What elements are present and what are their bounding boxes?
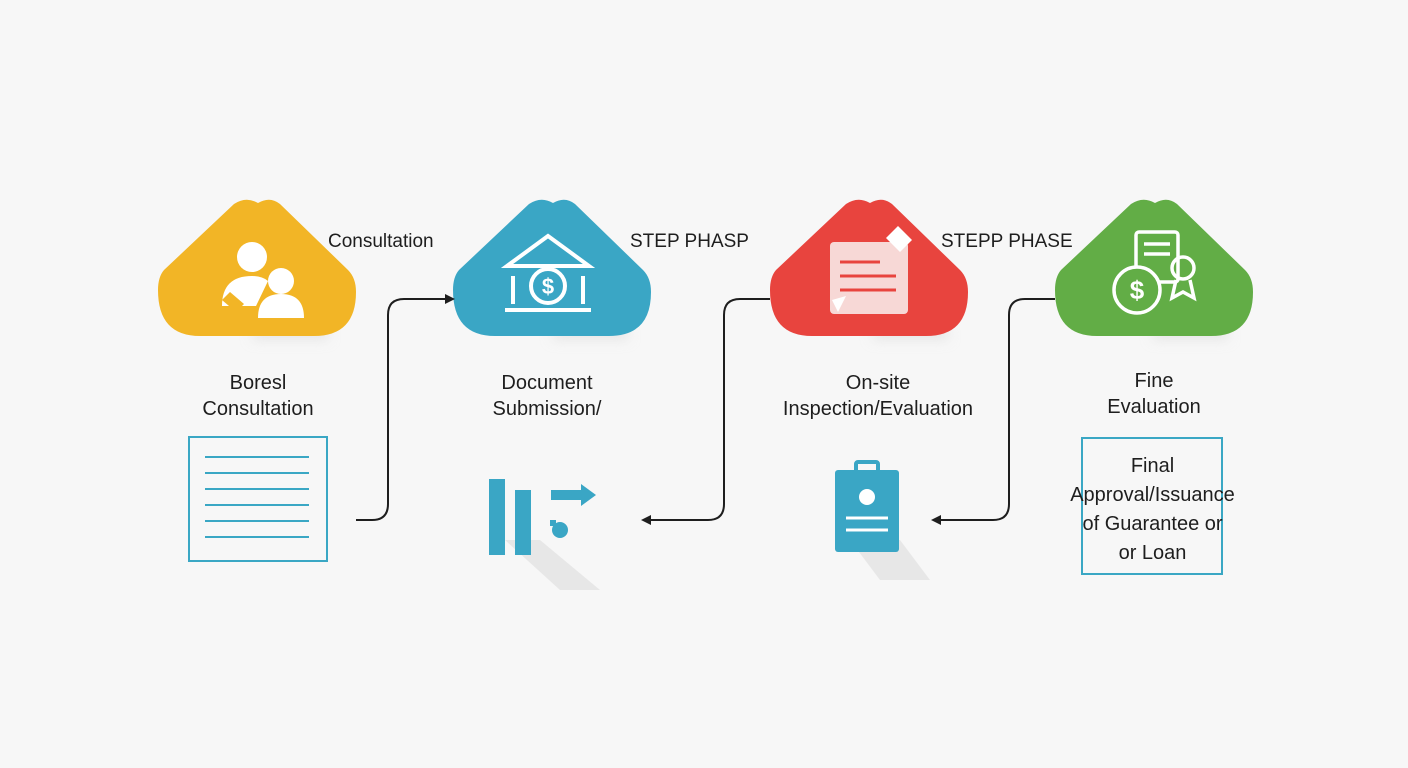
money-certificate-icon: $ [1112, 230, 1197, 315]
step-2-title: Document Submission/ [447, 370, 647, 422]
final-line-1: Final [1130, 455, 1175, 477]
step-1-title-line2: Consultation [202, 398, 314, 420]
step-3-title: On-site Inspection/Evaluation [758, 370, 998, 422]
step-1-title: Boresl Consultation [158, 370, 358, 422]
connector-3-4 [931, 298, 1055, 525]
step-2-header: STEP PHASP [630, 231, 749, 252]
final-box-gap [1083, 454, 1221, 556]
connector-2-3 [641, 298, 770, 525]
bank-dollar-icon: $ [500, 233, 596, 312]
document-pen-icon [830, 226, 912, 314]
clipboard-id-icon [835, 460, 930, 580]
step-3-title-line1: On-site [845, 372, 911, 394]
final-approval-text: Final Approval/Issuance of Guarantee or … [1040, 452, 1265, 568]
step-1-title-line1: Boresl [229, 372, 287, 394]
svg-text:$: $ [1130, 275, 1145, 305]
step-3-header: STEPP PHASE [941, 231, 1073, 252]
final-line-2: Approval/Issuance [1070, 484, 1235, 506]
bar-chart-arrow-icon [489, 479, 600, 590]
step-2-title-line1: Document [501, 372, 593, 394]
people-icon [222, 242, 304, 318]
step-3-title-line2: Inspection/Evaluation [782, 398, 974, 420]
svg-text:$: $ [542, 274, 554, 299]
final-approval-box [1081, 437, 1223, 575]
step-2-title-line2: Submission/ [492, 398, 602, 420]
connector-1-2 [356, 294, 455, 521]
step-4-title-line2: Evaluation [1107, 396, 1201, 418]
step-1-header: Consultation [328, 231, 434, 252]
step-4-title-line1: Fine [1134, 370, 1174, 392]
final-line-4: or Loan [1118, 542, 1187, 564]
document-lines-icon [188, 436, 328, 562]
final-line-3: of Guarantee or [1082, 513, 1223, 535]
step-4-title: Fine Evaluation [1054, 368, 1254, 420]
